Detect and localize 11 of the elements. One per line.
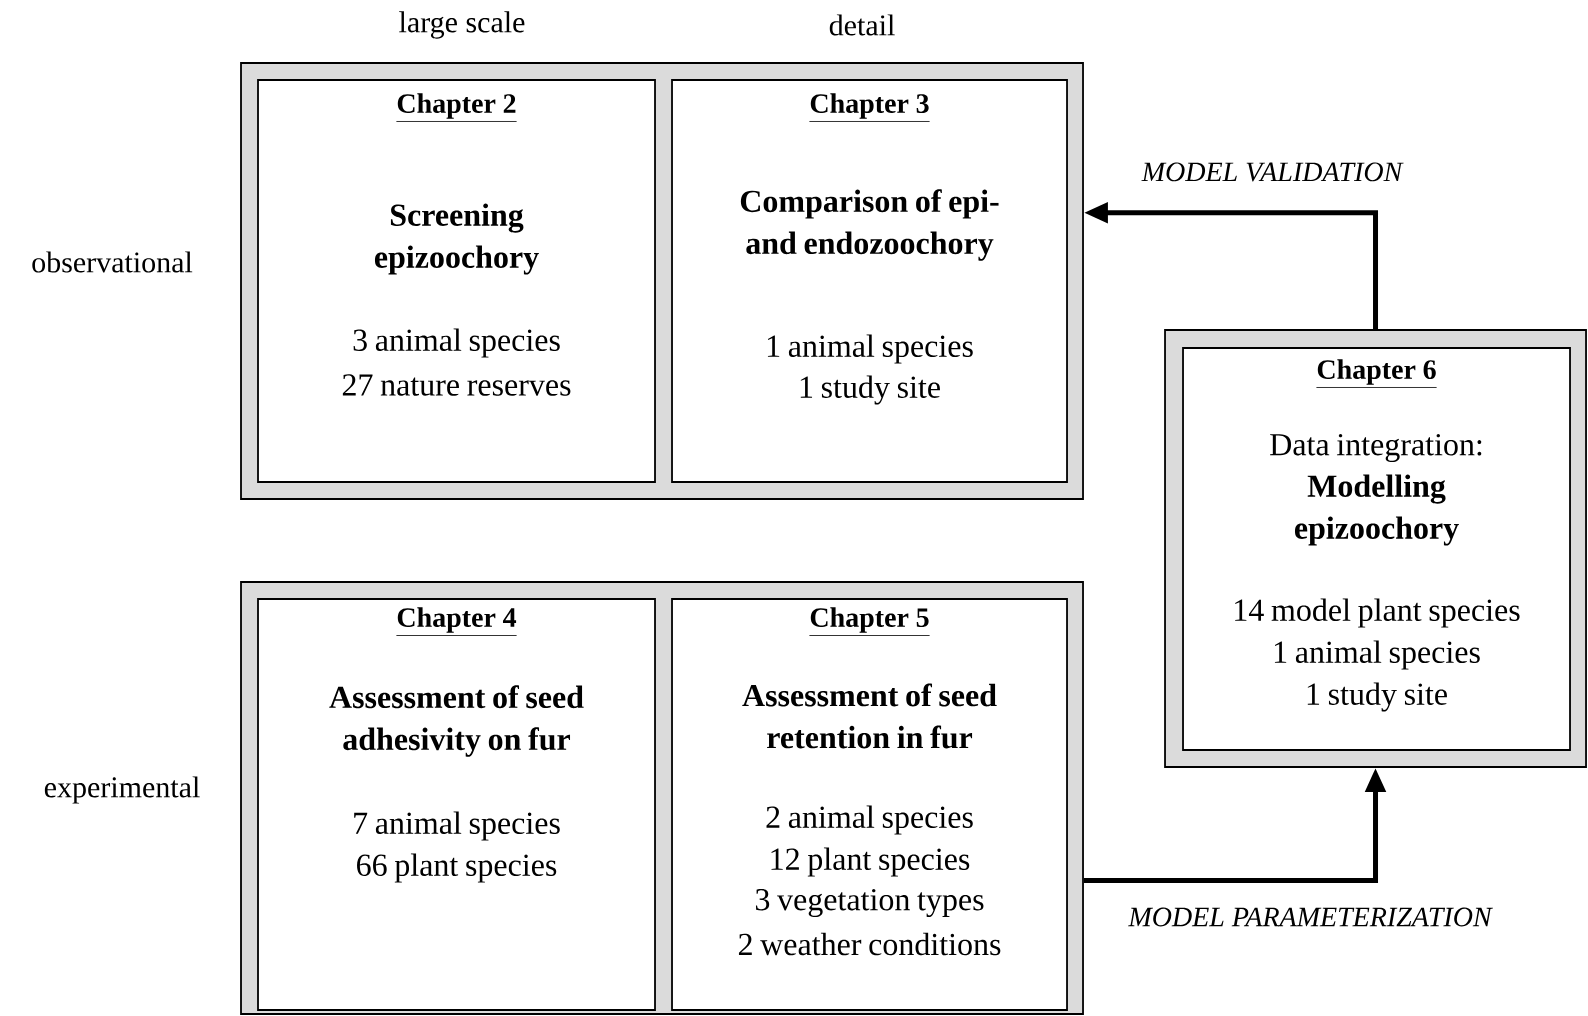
axis-label: experimental [44, 776, 200, 804]
chapter-box: Chapter 6 Data integration: Modelling epizoochory 14 model plant species 1 animal species 1 study site [1182, 347, 1571, 751]
chapter-box: Chapter 2 Screening epizoochory 3 animal species 27 nature reserves [257, 79, 656, 483]
axis-label: detail [829, 14, 895, 36]
chapter-box: Chapter 5 Assessment of seed retention in fur 2 animal species 12 plant species 3 vegetation types 2 weather conditions [671, 598, 1068, 1011]
chapter-box: Chapter 4 Assessment of seed adhesivity on fur 7 animal species 66 plant species [257, 598, 656, 1011]
edge-label: MODEL VALIDATION [1139, 160, 1405, 184]
chapter-box: Chapter 3 Comparison of epi- and endozoochory 1 animal species 1 study site [671, 79, 1068, 483]
edge-label: MODEL PARAMETERIZATION [1126, 905, 1494, 929]
axis-label: observational [32, 251, 193, 273]
axis-label: large scale [399, 11, 525, 39]
